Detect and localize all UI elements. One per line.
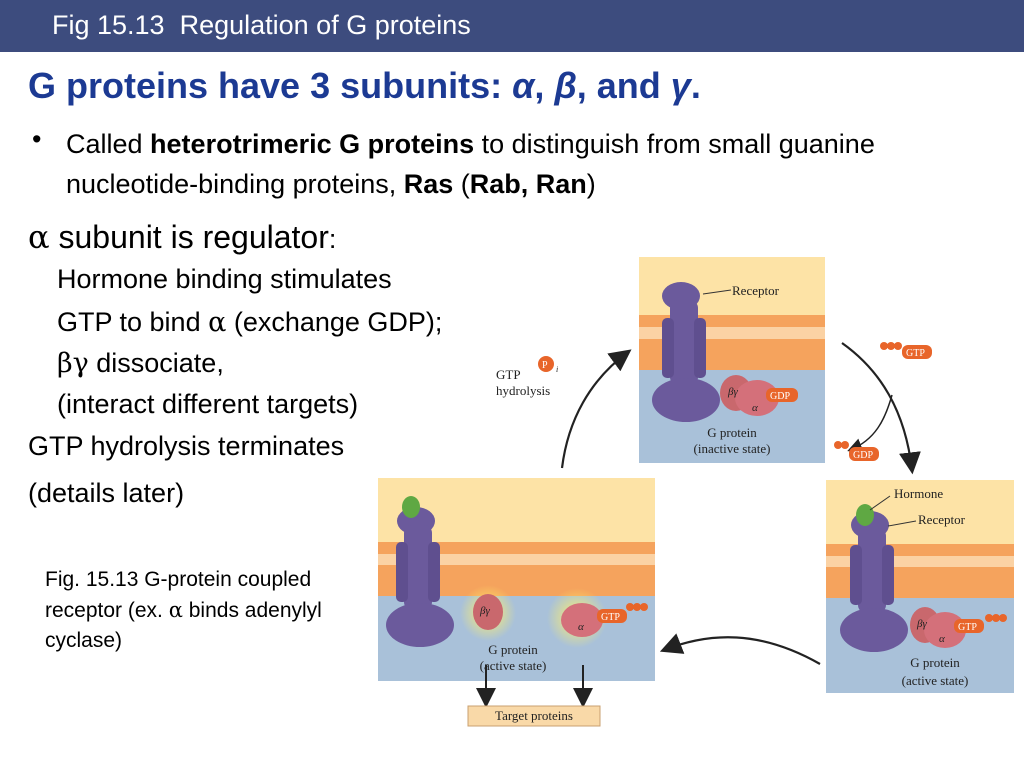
called-paragraph: Called heterotrimeric G proteins to dist…: [66, 124, 1006, 204]
beta-gamma-subunit: [473, 594, 503, 630]
panel-inactive: [639, 257, 825, 463]
receptor-shape: [386, 507, 454, 647]
called-text-2: to distinguish from small guanine nucleo…: [66, 129, 875, 199]
called-text-1: Called: [66, 129, 151, 159]
called-ras: Ras: [403, 169, 454, 199]
gtp-line-alpha: α: [208, 307, 227, 338]
heading-beta: β: [554, 65, 577, 106]
heading-end: .: [690, 65, 701, 106]
hormone-line: Hormone binding stimulates: [57, 264, 392, 294]
alpha-subunit: [735, 380, 779, 416]
slide-heading: G proteins have 3 subunits: α, β, and γ.: [28, 65, 701, 107]
gtp-bind-line: GTP to bind α (exchange GDP);: [57, 307, 442, 338]
hormone-molecule: [856, 504, 874, 526]
alpha-regulator-line: α subunit is regulator:: [28, 218, 336, 256]
details-line: (details later): [28, 478, 185, 508]
bullet-mark: •: [32, 124, 42, 154]
cycle-arrow-bottom: [659, 633, 821, 665]
gtp-badge: [954, 619, 984, 633]
alpha-subunit: [924, 612, 966, 648]
hydrolysis-line: GTP hydrolysis terminates: [28, 431, 345, 461]
target-proteins-box: [467, 705, 601, 727]
receptor-shape: [652, 282, 720, 422]
beta-gamma-line: βγ dissociate,: [57, 348, 224, 379]
caption-alpha: α: [168, 598, 183, 622]
cycle-arrow-left: [560, 349, 632, 469]
panel-active-dissociated: [378, 478, 655, 681]
cycle-arrow-right: [841, 342, 921, 475]
caption-text-2: binds adenylyl cyclase): [45, 599, 322, 652]
hormone-molecule: [402, 496, 420, 518]
called-rab-ran: Rab, Ran: [469, 169, 587, 199]
alpha-line-text: subunit is regulator: [49, 219, 329, 255]
pi-icon: [538, 356, 554, 372]
called-text-3: (: [453, 169, 470, 199]
caption-text-1: Fig. 15.13 G-protein coupled receptor (e…: [45, 568, 312, 622]
figure-caption: Fig. 15.13 G-protein coupled receptor (e…: [45, 565, 365, 656]
alpha-subunit: [561, 603, 603, 637]
gdp-release-arrow: [847, 394, 893, 453]
heading-sep-1: ,: [534, 65, 555, 106]
heading-alpha: α: [512, 65, 535, 106]
gdp-badge: [766, 388, 798, 402]
gtp-line-text-2: (exchange GDP);: [226, 307, 443, 337]
heading-sep-2: , and: [576, 65, 671, 106]
heading-prefix: G proteins have 3 subunits:: [28, 65, 513, 106]
heading-gamma: γ: [670, 65, 691, 106]
figure-title: Fig 15.13 Regulation of G proteins: [52, 10, 471, 40]
gtp-line-text-1: GTP to bind: [57, 307, 209, 337]
alpha-symbol: α: [28, 218, 50, 256]
bg-symbol: βγ: [57, 348, 89, 379]
alpha-colon: :: [328, 224, 337, 254]
panel-hormone-bound: [826, 480, 1014, 693]
called-bold-term: heterotrimeric G proteins: [150, 129, 475, 159]
receptor-shape: [840, 511, 908, 652]
free-gdp-badge: [849, 447, 879, 461]
gtp-badge: [597, 609, 627, 623]
title-bar: [0, 0, 1024, 52]
called-text-4: ): [586, 169, 596, 199]
bg-line-text: dissociate,: [88, 348, 224, 378]
free-gtp-badge: [902, 345, 932, 359]
interact-line: (interact different targets): [57, 389, 359, 419]
